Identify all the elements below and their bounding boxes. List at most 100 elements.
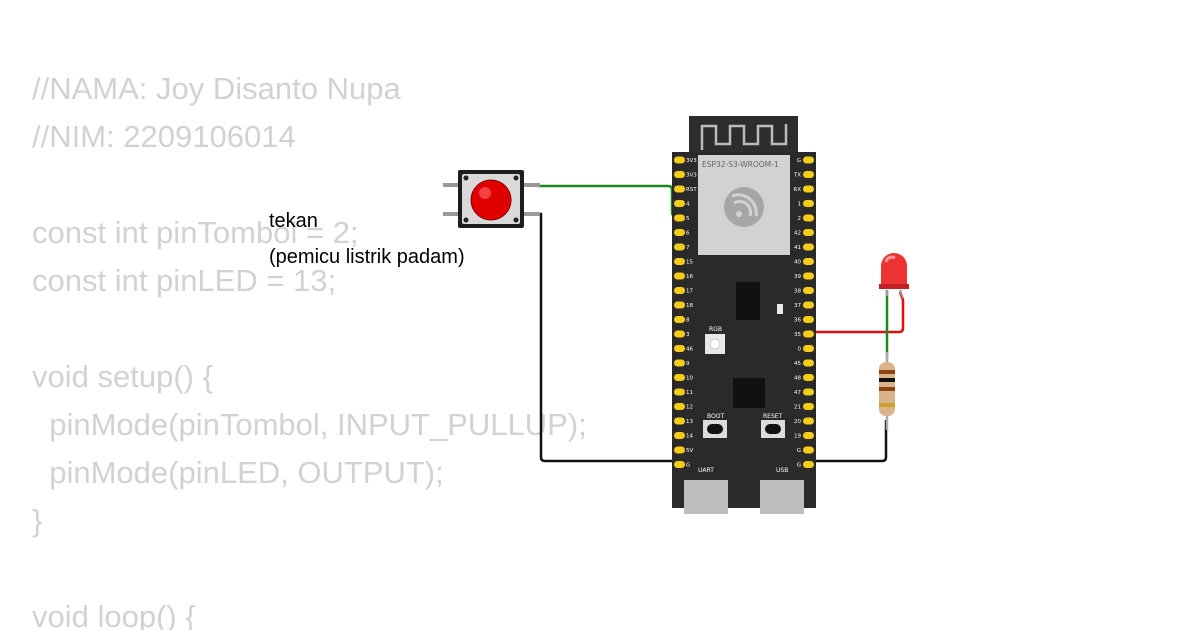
red-led[interactable] [879,253,909,299]
header-pin-label: 1 [798,202,802,208]
boot-label: BOOT [707,413,724,420]
header-pin-left[interactable] [674,417,685,425]
usb-label: USB [776,467,788,474]
header-pin-right[interactable] [803,345,814,352]
header-pin-label: 12 [686,405,693,411]
header-pin-label: 42 [794,231,801,237]
header-pin-right[interactable] [803,214,814,222]
header-pin-left[interactable] [674,388,685,396]
header-pin-label: 36 [794,318,801,324]
header-pin-left[interactable] [674,200,685,207]
button-cap [470,179,512,221]
uart-label: UART [698,467,714,474]
boot-button[interactable]: BOOT [703,413,727,438]
header-pin-left[interactable] [674,403,685,410]
code-line[interactable]: void setup() { [32,359,213,394]
header-pin-right[interactable] [803,200,814,207]
header-pin-right[interactable] [803,316,814,323]
code-line[interactable]: const int pinTombol = 2; [32,215,359,250]
header-pin-left[interactable] [674,330,685,338]
header-pin-right[interactable] [803,461,814,468]
header-pin-label: 18 [686,303,693,309]
code-line[interactable]: //NAMA: Joy Disanto Nupa [32,71,401,106]
header-pin-left[interactable] [674,432,685,439]
header-pin-right[interactable] [803,374,814,381]
header-pin-label: 41 [794,245,801,251]
antenna-trace [700,124,788,150]
header-pin-left[interactable] [674,287,685,294]
header-pin-right[interactable] [803,156,814,164]
header-pin-label: RST [686,187,697,193]
header-pin-label: 20 [794,419,801,425]
header-pin-left[interactable] [674,185,685,193]
push-button[interactable] [443,170,540,228]
rgb-label: RGB [709,326,722,333]
header-pin-label: 13 [686,419,693,425]
header-pin-left[interactable] [674,171,685,178]
header-pin-label: 16 [686,274,693,280]
code-line[interactable]: void loop() { [32,599,196,630]
code-line[interactable]: pinMode(pinLED, OUTPUT); [32,455,444,490]
code-line[interactable]: pinMode(pinTombol, INPUT_PULLUP); [32,407,587,442]
smd-component [777,304,783,314]
header-pin-right[interactable] [803,359,814,367]
header-pin-left[interactable] [674,316,685,323]
header-pin-right[interactable] [803,403,814,410]
header-pin-label: 21 [794,405,801,411]
header-pin-label: 46 [686,347,693,353]
header-pin-left[interactable] [674,272,685,280]
header-pin-label: 39 [794,274,801,280]
header-pin-left[interactable] [674,359,685,367]
uart-port[interactable]: UART [684,467,728,514]
header-pin-left[interactable] [674,214,685,222]
header-pin-label: 48 [794,376,801,382]
header-pin-right[interactable] [803,446,814,454]
header-pin-left[interactable] [674,374,685,381]
usb-port[interactable]: USB [760,467,804,514]
header-pin-right[interactable] [803,287,814,294]
header-pin-label: G [686,463,690,469]
header-pin-left[interactable] [674,229,685,236]
header-pin-right[interactable] [803,272,814,280]
header-pin-left[interactable] [674,243,685,251]
header-pin-right[interactable] [803,301,814,309]
wire-black-ground[interactable] [537,212,888,463]
header-pin-label: 3V3 [686,173,697,179]
header-pin-label: 11 [686,390,693,396]
code-line[interactable]: } [32,503,43,538]
header-pin-right[interactable] [803,185,814,193]
header-pin-label: 17 [686,289,693,295]
esp32-s3-board[interactable]: ESP32-S3-WROOM-1 RGB BOOT RESET UART [672,116,816,514]
header-pin-label: 8 [686,318,690,324]
header-pin-right[interactable] [803,417,814,425]
header-pin-left[interactable] [674,156,685,164]
header-pin-right[interactable] [803,258,814,265]
header-pin-left[interactable] [674,258,685,265]
header-pin-right[interactable] [803,229,814,236]
header-pin-right[interactable] [803,330,814,338]
header-pin-right[interactable] [803,171,814,178]
header-pin-right[interactable] [803,388,814,396]
code-line[interactable]: //NIM: 2209106014 [32,119,296,154]
header-pin-label: 2 [798,216,802,222]
header-pin-label: 6 [686,231,690,237]
header-pin-left[interactable] [674,461,685,468]
header-pin-left[interactable] [674,345,685,352]
reset-label: RESET [763,413,783,420]
header-pin-left[interactable] [674,446,685,454]
reset-button[interactable]: RESET [761,413,785,438]
header-pin-label: TX [793,173,801,179]
header-pin-label: 3V3 [686,158,697,164]
code-editor[interactable]: //NAMA: Joy Disanto Nupa //NIM: 220910601… [0,0,660,630]
header-pin-left[interactable] [674,301,685,309]
header-pin-label: 38 [794,289,801,295]
header-pin-right[interactable] [803,243,814,251]
resistor[interactable] [879,352,895,430]
header-pin-right[interactable] [803,432,814,439]
code-line[interactable]: const int pinLED = 13; [32,263,337,298]
header-pin-label: 19 [794,434,801,440]
header-pin-label: 0 [798,347,802,353]
